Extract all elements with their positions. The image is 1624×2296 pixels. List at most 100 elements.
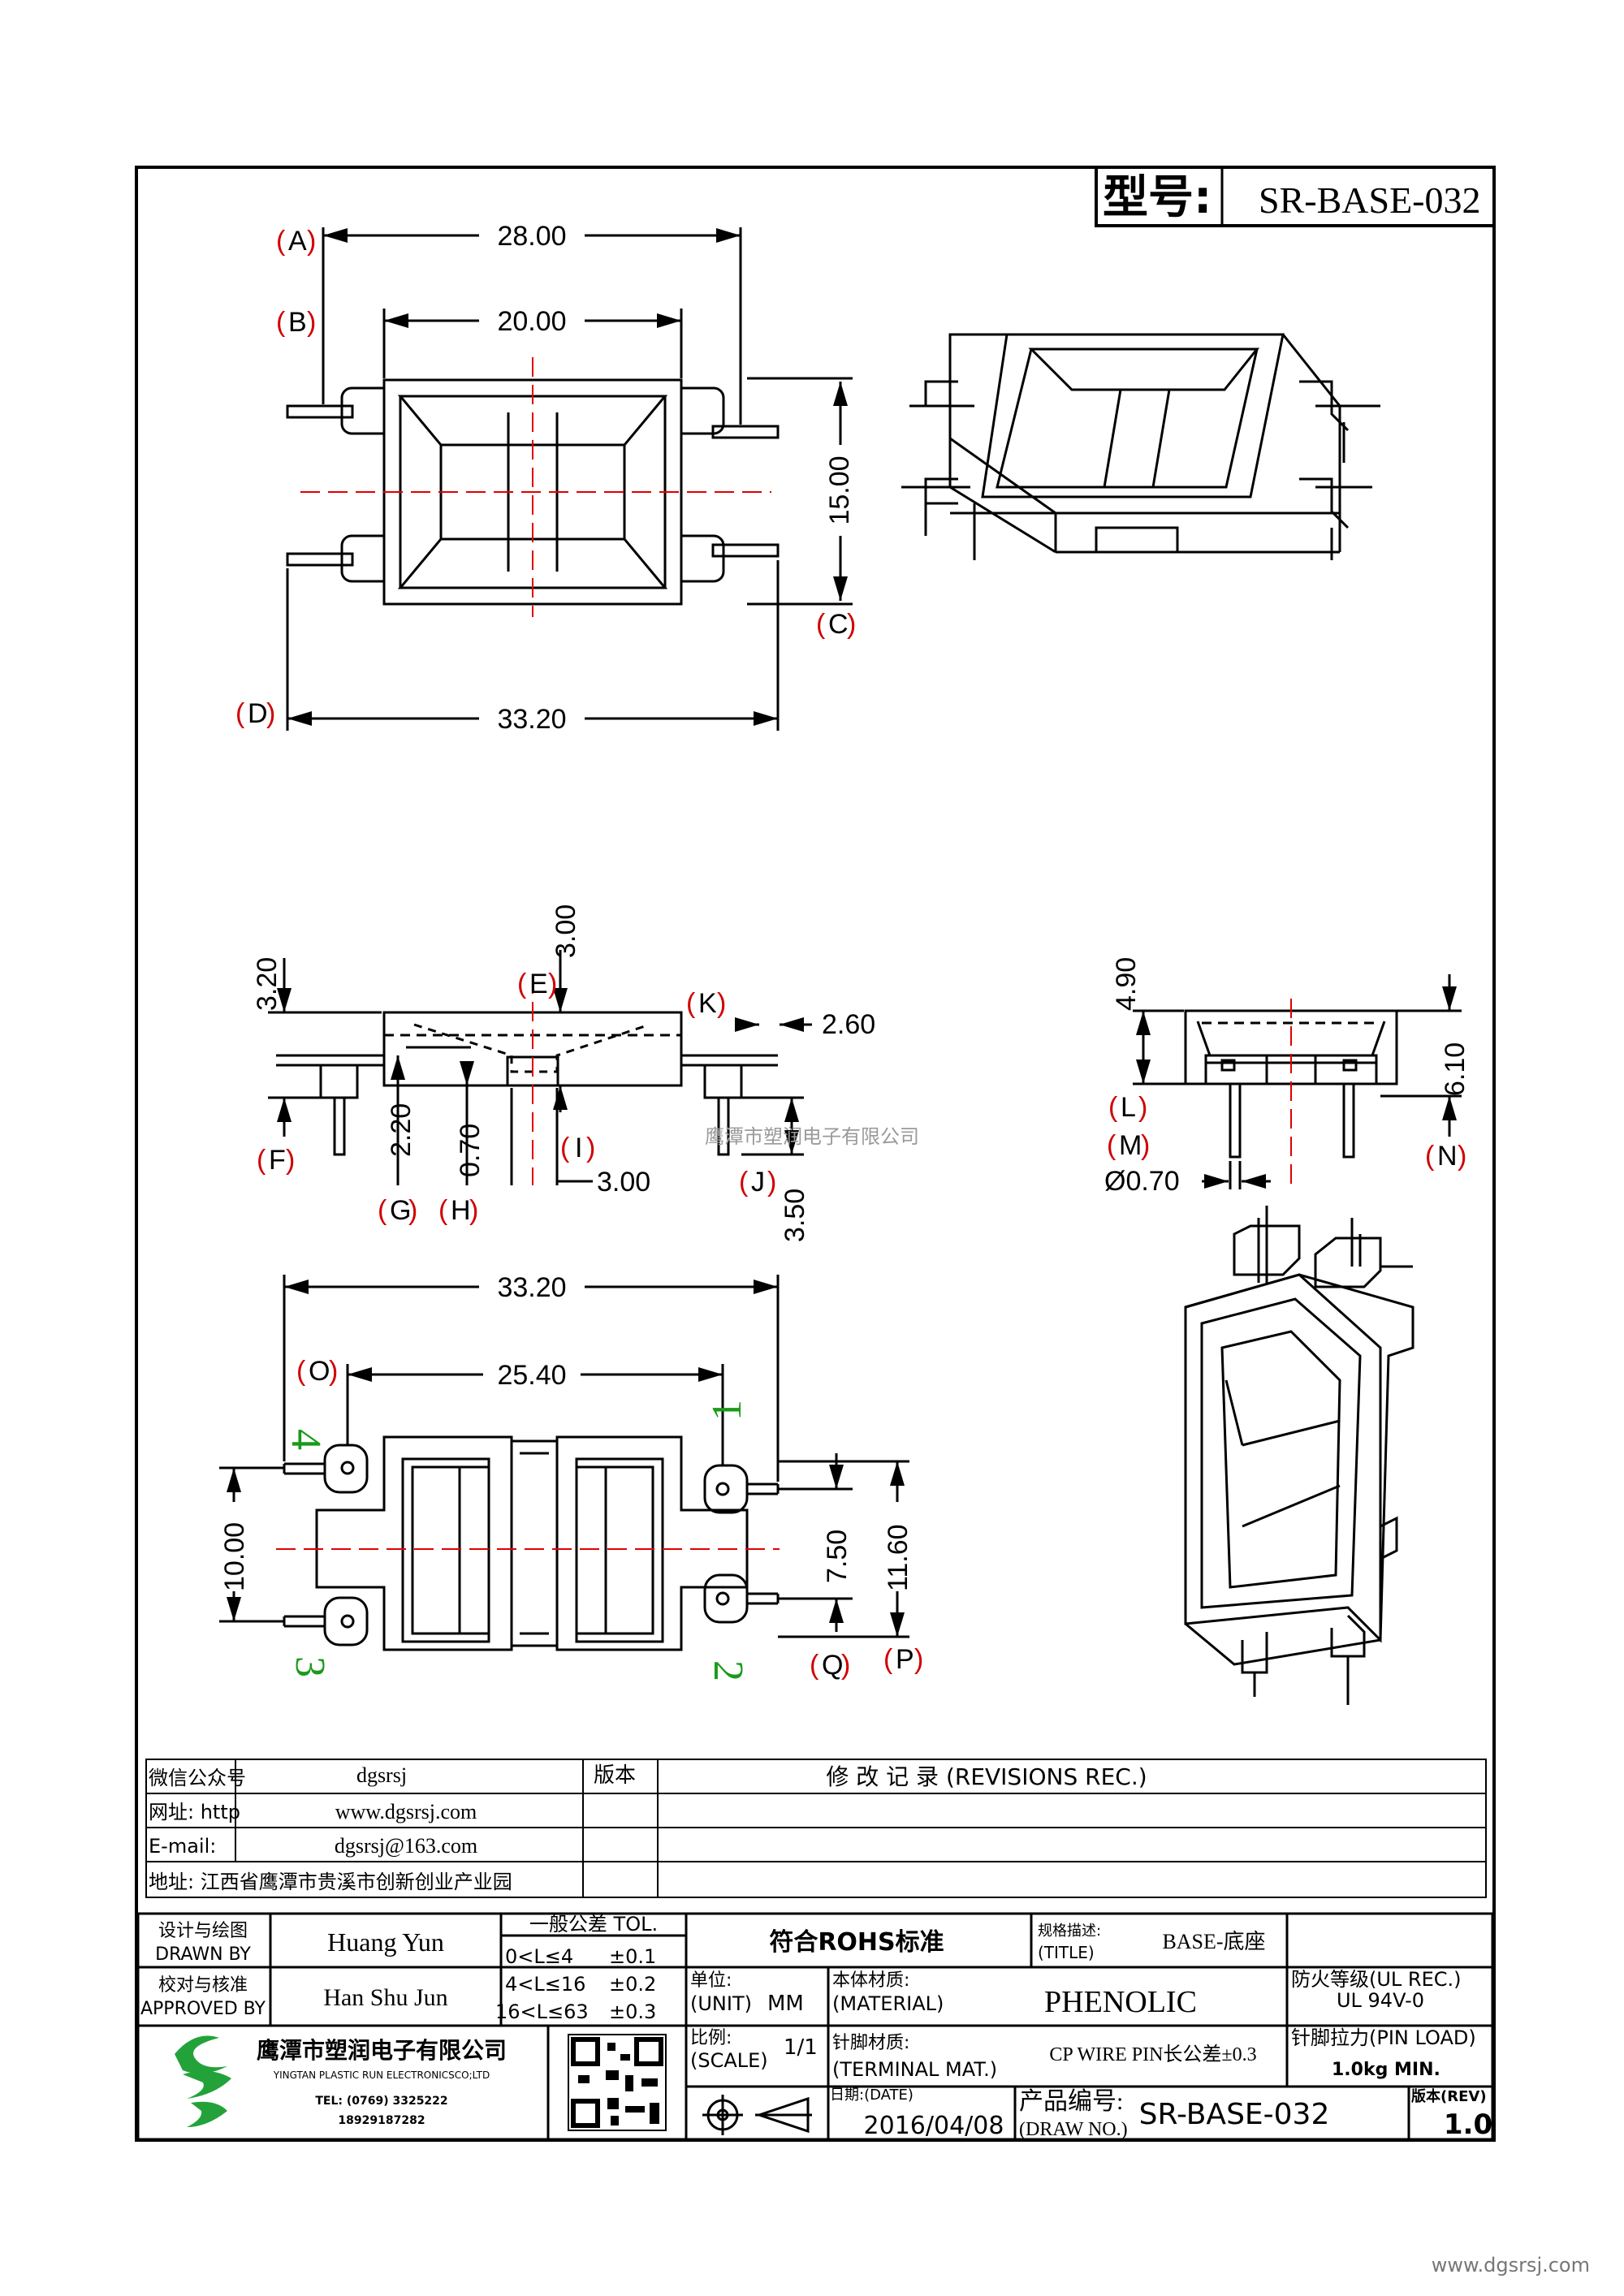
revisions-header: 修 改 记 录 (REVISIONS REC.)	[826, 1763, 1147, 1790]
svg-text:): )	[266, 698, 275, 729]
svg-text:): )	[914, 1644, 923, 1675]
label-l: (L)	[1108, 1092, 1147, 1123]
svg-text:(: (	[816, 609, 826, 640]
svg-text:(: (	[517, 969, 527, 999]
dim-33-20-bottom: 33.20	[497, 1272, 566, 1303]
unit-value: MM	[767, 1992, 804, 2016]
footer-url: www.dgsrsj.com	[1432, 2254, 1590, 2277]
svg-text:(: (	[1107, 1130, 1116, 1161]
svg-text:N: N	[1437, 1141, 1458, 1172]
label-n: (N)	[1425, 1141, 1466, 1172]
drawn-by-label-en: DRAWN BY	[155, 1944, 251, 1965]
label-d: (D)	[235, 698, 275, 729]
dim-6-10: 6.10	[1440, 1042, 1471, 1096]
info-label-address: 地址: 江西省鹰潭市贵溪市创新创业产业园	[149, 1871, 512, 1893]
dim-11-60: 11.60	[883, 1524, 914, 1591]
svg-text:J: J	[751, 1167, 765, 1198]
svg-text:): )	[329, 1356, 338, 1387]
label-j: (J)	[739, 1167, 776, 1198]
label-k: (K)	[686, 988, 726, 1019]
svg-text:C: C	[828, 609, 849, 640]
material-label: 本体材质:	[832, 1970, 909, 1991]
company-name-en: YINGTAN PLASTIC RUN ELECTRONICSCO;LTD	[273, 2069, 490, 2081]
svg-text:): )	[841, 1650, 850, 1681]
svg-text:(: (	[883, 1644, 893, 1675]
dim-28-00: 28.00	[497, 221, 566, 252]
info-value-wechat: dgsrsj	[356, 1763, 407, 1787]
svg-text:P: P	[896, 1644, 914, 1675]
label-c: (C)	[816, 609, 856, 640]
bottom-view	[219, 1275, 909, 1651]
scale-value: 1/1	[784, 2035, 818, 2060]
tolerance-value-2: ±0.2	[609, 1973, 656, 1996]
version-header: 版本	[594, 1763, 636, 1788]
terminal-value: CP WIRE PIN长公差±0.3	[1049, 2044, 1256, 2065]
dim-33-20-top: 33.20	[497, 704, 566, 735]
info-table	[145, 1759, 1487, 1898]
dim-2-20: 2.20	[386, 1103, 417, 1157]
dim-10-00: 10.00	[219, 1522, 250, 1591]
svg-text:O: O	[309, 1356, 330, 1387]
svg-text:H: H	[451, 1195, 471, 1226]
label-p: (P)	[883, 1644, 923, 1675]
dim-20-00: 20.00	[497, 306, 566, 337]
svg-text:(: (	[1108, 1092, 1118, 1123]
label-o: (O)	[296, 1356, 338, 1387]
pin-number-4: 4	[283, 1429, 329, 1450]
approved-by-value: Han Shu Jun	[323, 1984, 447, 2011]
dim-3-50: 3.50	[780, 1189, 810, 1242]
unit-label-en: (UNIT)	[690, 1992, 752, 2015]
svg-text:D: D	[248, 698, 268, 729]
terminal-label: 针脚材质:	[832, 2033, 909, 2053]
unit-label: 单位:	[690, 1970, 732, 1991]
dim-15-00: 15.00	[824, 455, 855, 524]
svg-text:(: (	[686, 988, 696, 1019]
svg-text:): )	[286, 1145, 295, 1176]
svg-text:B: B	[288, 307, 307, 338]
svg-text:(: (	[235, 698, 245, 729]
ul-rec-label: 防火等级(UL REC.)	[1291, 1968, 1462, 1991]
draw-no-value: SR-BASE-032	[1139, 2098, 1330, 2131]
info-label-email: E-mail:	[149, 1835, 216, 1858]
rev-value: 1.0	[1444, 2108, 1492, 2141]
svg-text:): )	[1458, 1141, 1466, 1172]
label-a: (A)	[276, 226, 316, 257]
label-m: (M)	[1107, 1130, 1150, 1161]
svg-text:F: F	[269, 1145, 286, 1176]
info-value-email: dgsrsj@163.com	[335, 1834, 477, 1858]
svg-text:I: I	[575, 1133, 582, 1163]
svg-text:): )	[717, 988, 726, 1019]
isometric-view-top	[901, 333, 1380, 560]
company-logo	[175, 2035, 231, 2127]
svg-text:): )	[469, 1195, 478, 1226]
svg-text:(: (	[296, 1356, 306, 1387]
svg-text:(: (	[276, 307, 286, 338]
draw-no-label-en: (DRAW NO.)	[1019, 2119, 1128, 2140]
tolerance-range-2: 4<L≤16	[505, 1973, 585, 1996]
svg-text:(: (	[378, 1195, 387, 1226]
company-name-cn: 鹰潭市塑润电子有限公司	[257, 2037, 507, 2064]
pin-number-2: 2	[705, 1660, 751, 1681]
tolerance-range-3: 16<L≤63	[495, 2000, 589, 2023]
qr-code-icon	[568, 2034, 667, 2131]
model-label: 型号:	[1103, 171, 1212, 224]
svg-text:): )	[1141, 1130, 1150, 1161]
side-view	[268, 950, 812, 1185]
label-h: (H)	[438, 1195, 478, 1226]
approved-by-label-en: APPROVED BY	[140, 1999, 266, 2019]
svg-text:E: E	[529, 969, 548, 999]
pin-load-value: 1.0kg MIN.	[1332, 2060, 1440, 2080]
dim-3-00-horiz: 3.00	[597, 1167, 650, 1198]
svg-text:): )	[307, 307, 316, 338]
label-g: (G)	[378, 1195, 417, 1226]
label-f: (F)	[257, 1145, 295, 1176]
drawn-by-value: Huang Yun	[327, 1927, 444, 1957]
rohs-compliance: 符合ROHS标准	[769, 1928, 944, 1957]
svg-text:): )	[586, 1133, 595, 1163]
pin-number-1: 1	[704, 1400, 750, 1421]
svg-text:): )	[548, 969, 557, 999]
svg-text:G: G	[390, 1195, 411, 1226]
svg-text:(: (	[276, 226, 286, 257]
title-value: BASE-底座	[1162, 1930, 1265, 1953]
svg-text:(: (	[1425, 1141, 1435, 1172]
